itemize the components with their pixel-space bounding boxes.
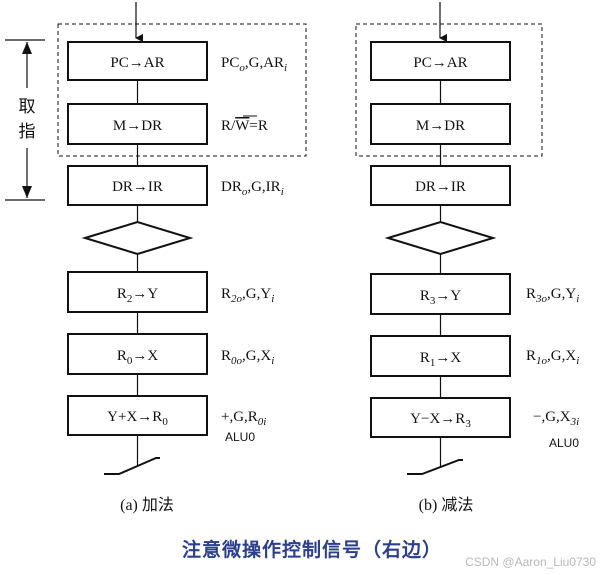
step-box-r2-y [67,271,208,313]
step-box-m-dr [67,103,208,145]
step-label-r1-x: R1→X [420,350,462,369]
signal-dr-ir: DRo,G,IRi [221,179,284,198]
step-box-r0-x [67,333,208,375]
step-box-m-dr [370,103,511,145]
fetch-bracket: 取 指 [5,39,45,201]
fetch-region-dashed-box [57,23,307,157]
decode-diamond [384,220,497,256]
step-label-m-dr: M→DR [416,118,465,134]
signal-r1-x: R1o,G,Xi [526,348,579,367]
step-label-dr-ir: DR→IR [112,179,163,195]
fetch-region-dashed-box [355,23,543,157]
step-label-add: Y+X→R0 [107,409,168,428]
step-box-r1-x [370,335,511,377]
caption-right: (b) 减法 [419,496,474,514]
step-label-m-dr: M→DR [113,118,162,134]
signal-pc-ar: PCo,G,ARi [221,55,287,74]
step-box-dr-ir [67,165,208,206]
signal-r2-y: R2o,G,Yi [221,286,274,305]
signal-add: +,G,R0i [221,409,266,428]
signal-r3-y: R3o,G,Yi [526,286,579,305]
step-box-r3-y [370,273,511,315]
fetch-label-char-2: 指 [19,122,36,142]
step-label-sub: Y−X→R3 [410,411,471,430]
signal-r0-x: R0o,G,Xi [221,348,274,367]
overline-w: W [235,118,250,134]
alu-label-right: ALU0 [549,436,579,450]
step-box-add [67,395,208,436]
csdn-watermark: CSDN @Aaron_Liu0730 [465,555,596,569]
caption-left: (a) 加法 [120,496,174,514]
step-label-r0-x: R0→X [117,348,159,367]
signal-m-dr: R/W=R [221,118,268,134]
fetch-label-char-1: 取 [19,97,36,117]
step-label-r2-y: R2→Y [117,286,159,305]
flow-end-break-line [104,457,160,475]
step-label-pc-ar: PC→AR [413,55,467,71]
flow-end-break-line [407,459,463,475]
figure-title: 注意微操作控制信号（右边） [182,538,442,561]
alu-label-left: ALU0 [225,430,255,444]
right-flowchart: PC→AR M→DR DR→IR R3→Y R1→X Y−X→R3 R3o,G,… [355,2,579,514]
step-box-sub [370,397,511,438]
step-label-dr-ir: DR→IR [415,179,466,195]
decode-diamond [81,220,194,256]
step-label-pc-ar: PC→AR [110,55,164,71]
signal-sub: −,G,X3i [533,409,579,428]
step-label-r3-y: R3→Y [420,288,462,307]
left-flowchart: PC→AR M→DR DR→IR R2→Y R0→X Y+X→R0 PCo,G,… [57,2,307,514]
